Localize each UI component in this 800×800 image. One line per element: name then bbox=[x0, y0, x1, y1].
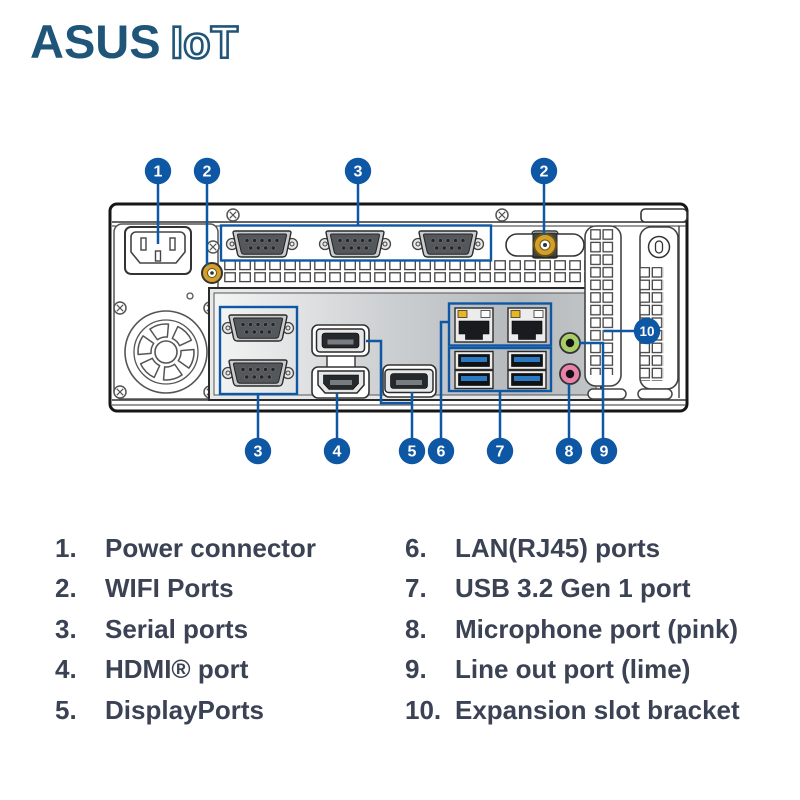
serial-port-5 bbox=[221, 359, 295, 387]
vent-hole-dot bbox=[186, 292, 194, 300]
legend-item-2: 2. WIFI Ports bbox=[55, 569, 405, 610]
serial-port-1 bbox=[225, 230, 299, 258]
usb-port-4 bbox=[507, 369, 547, 390]
legend-number: 7. bbox=[405, 573, 427, 604]
chassis-tab bbox=[640, 208, 688, 223]
legend-label: Microphone port (pink) bbox=[455, 613, 739, 644]
serial-port-4 bbox=[221, 314, 295, 342]
legend-label: Power connector bbox=[105, 532, 316, 563]
svg-text:1: 1 bbox=[154, 164, 163, 181]
callout-5: 5 bbox=[398, 437, 426, 465]
legend-item-8: 8. Microphone port (pink) bbox=[405, 609, 740, 650]
serial-port-2 bbox=[318, 230, 392, 258]
keyhole bbox=[647, 235, 671, 259]
vent-holes bbox=[224, 260, 615, 283]
legend-label: WIFI Ports bbox=[105, 573, 234, 604]
legend-number: 1. bbox=[55, 532, 77, 563]
rear-panel-diagram: 1 2 3 2 3 4 5 6 7 8 9 10 bbox=[108, 157, 689, 465]
legend-label: DisplayPorts bbox=[105, 694, 264, 725]
legend-item-1: 1. Power connector bbox=[55, 528, 405, 569]
wifi-port-right bbox=[505, 230, 585, 259]
legend-item-10: 10. Expansion slot bracket bbox=[405, 690, 740, 731]
lan-port-1 bbox=[454, 307, 494, 343]
legend-label: USB 3.2 Gen 1 port bbox=[455, 573, 691, 604]
usb-port-2 bbox=[507, 350, 547, 371]
legend-column-left: 1. Power connector 2. WIFI Ports 3. Serial … bbox=[55, 528, 405, 731]
power-connector bbox=[124, 226, 192, 275]
legend-label: HDMI® port bbox=[105, 654, 249, 685]
legend-number: 2. bbox=[55, 573, 77, 604]
svg-text:2: 2 bbox=[203, 164, 212, 181]
svg-text:3: 3 bbox=[354, 164, 363, 181]
svg-text:9: 9 bbox=[600, 444, 609, 461]
legend-item-3: 3. Serial ports bbox=[55, 609, 405, 650]
callout-lines bbox=[156, 184, 634, 438]
fan-grille bbox=[124, 310, 208, 394]
legend-number: 4. bbox=[55, 654, 77, 685]
wifi-port-left bbox=[201, 262, 223, 284]
legend-number: 10. bbox=[405, 694, 442, 725]
line-out-port bbox=[559, 332, 581, 354]
callout-3-top: 3 bbox=[344, 157, 372, 185]
callout-6: 6 bbox=[427, 437, 455, 465]
port-legend: 1. Power connector 2. WIFI Ports 3. Serial … bbox=[55, 528, 775, 731]
legend-number: 6. bbox=[405, 532, 427, 563]
svg-text:7: 7 bbox=[496, 444, 505, 461]
legend-label: LAN(RJ45) ports bbox=[455, 532, 661, 563]
svg-text:6: 6 bbox=[437, 444, 446, 461]
legend-column-right: 6. LAN(RJ45) ports 7. USB 3.2 Gen 1 port 8… bbox=[405, 528, 740, 731]
legend-number: 8. bbox=[405, 613, 427, 644]
callout-3-bottom: 3 bbox=[244, 437, 272, 465]
callout-10: 10 bbox=[633, 317, 661, 345]
svg-text:8: 8 bbox=[565, 444, 574, 461]
svg-text:4: 4 bbox=[333, 444, 342, 461]
callout-2-right: 2 bbox=[530, 157, 558, 185]
callout-bubbles: 1 2 3 2 3 4 5 6 7 8 9 10 bbox=[144, 157, 661, 465]
usb-port-3 bbox=[454, 369, 494, 390]
legend-label: Serial ports bbox=[105, 613, 249, 644]
svg-text:10: 10 bbox=[639, 324, 654, 339]
svg-text:5: 5 bbox=[408, 444, 417, 461]
legend-item-4: 4. HDMI® port bbox=[55, 650, 405, 691]
power-supply-area bbox=[113, 208, 509, 400]
logo-brand-text: ASUS bbox=[30, 15, 161, 68]
callout-8: 8 bbox=[555, 437, 583, 465]
serial-ports-top bbox=[225, 230, 485, 258]
hdmi-port bbox=[317, 370, 365, 394]
callout-4: 4 bbox=[323, 437, 351, 465]
serial-port-3 bbox=[411, 230, 485, 258]
microphone-port bbox=[559, 363, 581, 385]
legend-item-7: 7. USB 3.2 Gen 1 port bbox=[405, 569, 740, 610]
logo-product-text: IoT bbox=[169, 16, 239, 70]
displayport-2 bbox=[384, 368, 434, 394]
legend-item-5: 5. DisplayPorts bbox=[55, 690, 405, 731]
legend-label: Expansion slot bracket bbox=[455, 694, 740, 725]
legend-item-9: 9. Line out port (lime) bbox=[405, 650, 740, 691]
svg-text:2: 2 bbox=[540, 164, 549, 181]
displayport-1 bbox=[315, 328, 366, 353]
callout-9: 9 bbox=[590, 437, 618, 465]
callout-1: 1 bbox=[144, 157, 172, 185]
usb-port-1 bbox=[454, 350, 494, 371]
legend-number: 5. bbox=[55, 694, 77, 725]
callout-7: 7 bbox=[486, 437, 514, 465]
svg-text:3: 3 bbox=[254, 444, 263, 461]
legend-number: 3. bbox=[55, 613, 77, 644]
legend-label: Line out port (lime) bbox=[455, 654, 691, 685]
callout-2-left: 2 bbox=[193, 157, 221, 185]
lan-port-2 bbox=[507, 307, 547, 343]
video-ports bbox=[311, 324, 437, 399]
legend-item-6: 6. LAN(RJ45) ports bbox=[405, 528, 740, 569]
legend-number: 9. bbox=[405, 654, 427, 685]
